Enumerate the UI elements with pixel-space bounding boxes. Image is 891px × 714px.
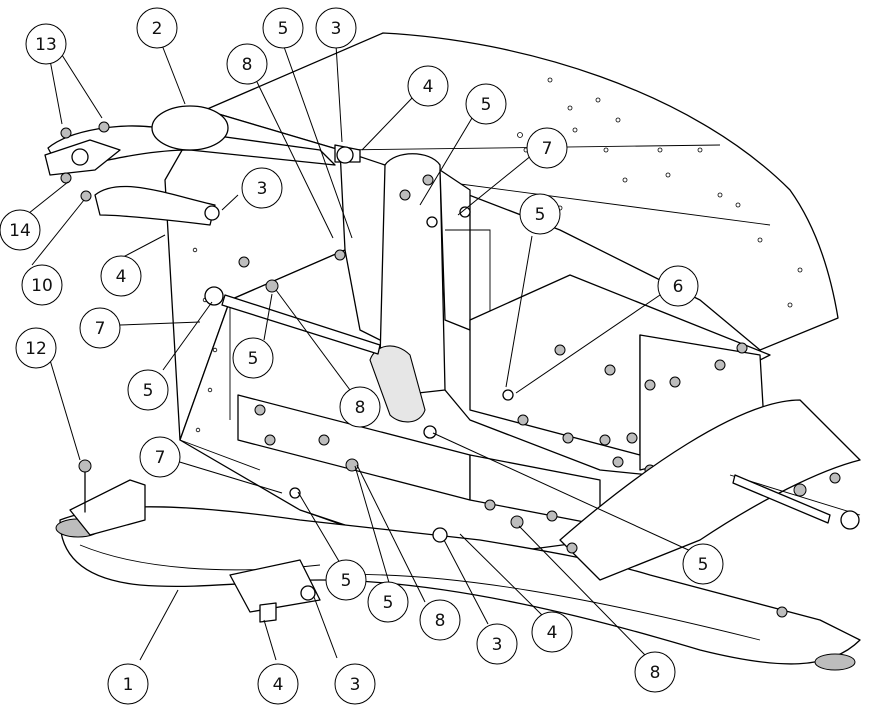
callout-number: 1 [123, 675, 134, 695]
callout-number: 12 [25, 339, 47, 359]
callout-number: 8 [650, 663, 661, 683]
callout-number: 7 [155, 448, 166, 468]
callout-number: 3 [331, 19, 342, 39]
callout-balloon-5: 5 [367, 581, 409, 623]
callout-number: 4 [116, 267, 127, 287]
callout-balloon-5: 5 [519, 193, 561, 235]
lower-tie-rod [732, 474, 860, 530]
callout-number: 2 [152, 19, 163, 39]
callout-number: 5 [248, 349, 259, 369]
callout-balloon-14: 14 [0, 209, 41, 251]
callout-circle [682, 543, 724, 585]
callout-number: 4 [547, 623, 558, 643]
lower-arm [55, 399, 861, 671]
callout-number: 13 [35, 35, 57, 55]
callout-number: 10 [31, 276, 53, 296]
callout-circle [634, 651, 676, 693]
callout-balloon-13: 13 [25, 23, 67, 65]
callout-circle [25, 23, 67, 65]
callout-circle [657, 265, 699, 307]
callout-balloon-10: 10 [21, 264, 63, 306]
callout-balloon-12: 12 [15, 327, 57, 369]
callout-circle [226, 43, 268, 85]
callout-number: 8 [242, 55, 253, 75]
callout-number: 8 [435, 611, 446, 631]
callout-number: 5 [278, 19, 289, 39]
callout-number: 6 [673, 277, 684, 297]
callout-number: 4 [273, 675, 284, 695]
callout-number: 5 [143, 381, 154, 401]
callout-balloon-5: 5 [232, 337, 274, 379]
upper-ball-joint [44, 121, 121, 202]
callout-circle [257, 663, 299, 705]
callout-number: 5 [341, 571, 352, 591]
callout-balloon-4: 4 [531, 611, 573, 653]
callout-balloon-8: 8 [226, 43, 268, 85]
callout-circle [339, 386, 381, 428]
callout-balloon-2: 2 [136, 7, 178, 49]
callout-circle [419, 599, 461, 641]
callout-circle [241, 167, 283, 209]
callout-circle [407, 65, 449, 107]
callout-number: 4 [423, 77, 434, 97]
callout-number: 5 [383, 593, 394, 613]
callout-number: 5 [481, 95, 492, 115]
callout-circle [79, 307, 121, 349]
callout-balloon-5: 5 [127, 369, 169, 411]
callout-balloon-4: 4 [100, 255, 142, 297]
callout-balloon-3: 3 [476, 623, 518, 665]
callout-circle [519, 193, 561, 235]
callout-number: 7 [542, 139, 553, 159]
callout-number: 7 [95, 319, 106, 339]
callout-number: 5 [535, 205, 546, 225]
callout-balloon-7: 7 [139, 436, 181, 478]
callout-circle [0, 209, 41, 251]
callout-number: 3 [257, 179, 268, 199]
hardware [238, 206, 841, 618]
callout-circle [465, 83, 507, 125]
callout-balloon-8: 8 [339, 386, 381, 428]
callout-circle [315, 7, 357, 49]
callout-balloon-5: 5 [682, 543, 724, 585]
callout-balloon-5: 5 [465, 83, 507, 125]
callout-number: 3 [350, 675, 361, 695]
callout-circle [21, 264, 63, 306]
callout-balloon-8: 8 [634, 651, 676, 693]
callout-circle [232, 337, 274, 379]
callout-balloon-1: 1 [107, 663, 149, 705]
callout-balloon-3: 3 [241, 167, 283, 209]
upper-arm [47, 105, 361, 226]
callout-circle [476, 623, 518, 665]
callout-balloon-6: 6 [657, 265, 699, 307]
callout-balloon-3: 3 [315, 7, 357, 49]
callout-circle [136, 7, 178, 49]
callout-balloon-5: 5 [325, 559, 367, 601]
callout-circle [531, 611, 573, 653]
callout-circle [15, 327, 57, 369]
callout-balloon-4: 4 [407, 65, 449, 107]
callout-number: 14 [9, 221, 31, 241]
callout-number: 5 [698, 555, 709, 575]
callout-balloon-8: 8 [419, 599, 461, 641]
callout-balloon-5: 5 [262, 7, 304, 49]
callout-circle [139, 436, 181, 478]
callout-circle [325, 559, 367, 601]
callout-number: 8 [355, 398, 366, 418]
lower-ball-joint [69, 459, 146, 536]
callout-balloon-3: 3 [334, 663, 376, 705]
callout-circle [262, 7, 304, 49]
callout-circle [127, 369, 169, 411]
callout-number: 3 [492, 635, 503, 655]
callout-circle [100, 255, 142, 297]
callout-balloon-7: 7 [79, 307, 121, 349]
callout-balloon-7: 7 [526, 127, 568, 169]
callout-circle [526, 127, 568, 169]
callout-circle [367, 581, 409, 623]
callout-balloon-4: 4 [257, 663, 299, 705]
callout-circle [334, 663, 376, 705]
callout-circle [107, 663, 149, 705]
